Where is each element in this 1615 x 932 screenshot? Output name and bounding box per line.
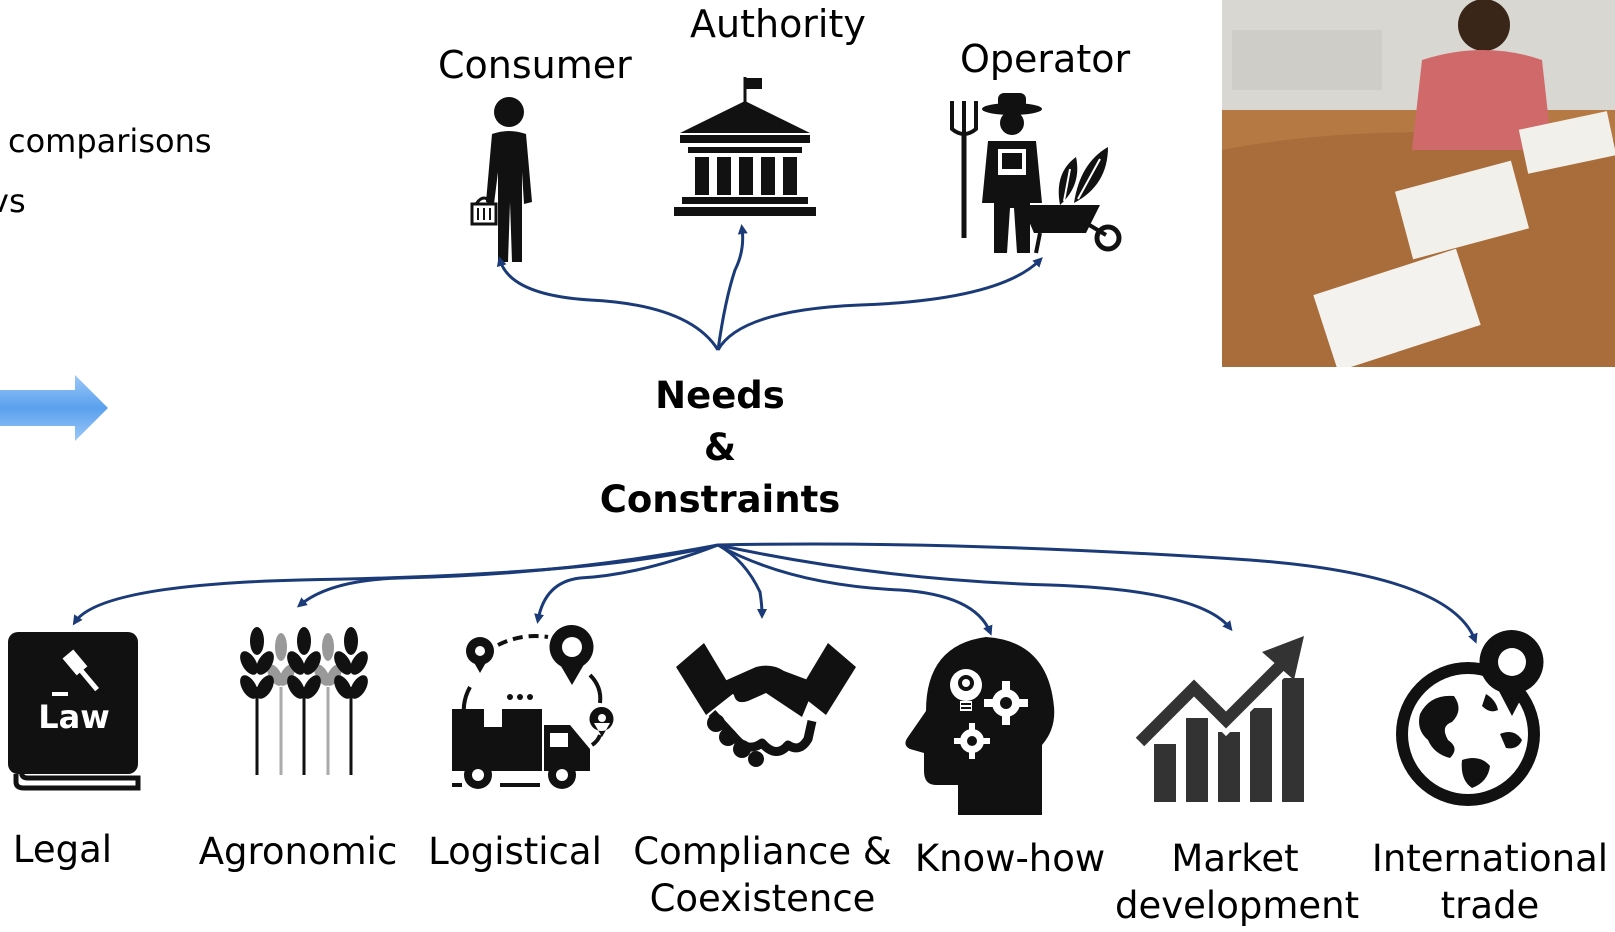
needs-label: Needs <box>655 374 785 417</box>
ampersand-label: & <box>703 425 737 469</box>
left-text-comparisons: comparisons <box>8 122 212 160</box>
arrow-to-compliance <box>717 543 767 619</box>
head-gears-icon <box>905 637 1055 815</box>
market-label: Market development <box>1115 837 1360 928</box>
arrow-to-agronomic <box>296 543 719 608</box>
handshake-icon <box>676 643 856 767</box>
arrow-to-market <box>717 543 1233 632</box>
government-building-icon <box>674 77 816 216</box>
wheat-icon <box>240 627 368 775</box>
law-book-text: Law <box>38 698 110 736</box>
agronomic-label: Agronomic <box>198 830 398 873</box>
compliance-label: Compliance & Coexistence <box>633 830 892 921</box>
delivery-truck-icon <box>452 625 614 789</box>
operator-label: Operator <box>960 37 1131 81</box>
needs-constraints-node: Needs & Constraints <box>560 370 880 525</box>
consumer-icon <box>470 97 532 262</box>
block-right-arrow-icon <box>0 375 108 441</box>
law-book-icon: Law <box>8 632 141 791</box>
constraints-label: Constraints <box>599 477 841 521</box>
growth-chart-icon <box>1135 636 1304 802</box>
arrow-to-authority <box>716 224 748 351</box>
logistical-label: Logistical <box>428 830 602 873</box>
knowhow-label: Know-how <box>914 837 1106 880</box>
globe-pin-icon <box>1396 630 1544 806</box>
legal-label: Legal <box>12 828 113 871</box>
arrow-to-trade <box>717 542 1478 644</box>
meeting-photo <box>1222 0 1615 367</box>
arrow-to-logistical <box>534 543 719 624</box>
arrow-to-operator <box>716 257 1043 351</box>
arrow-to-knowhow <box>717 543 993 636</box>
consumer-label: Consumer <box>438 43 632 87</box>
arrow-to-legal <box>72 543 719 626</box>
left-text-vs: vs <box>0 182 26 220</box>
trade-label: International trade <box>1371 837 1609 928</box>
authority-label: Authority <box>690 2 866 46</box>
arrow-to-consumer <box>496 256 720 351</box>
farmer-icon <box>950 93 1122 254</box>
